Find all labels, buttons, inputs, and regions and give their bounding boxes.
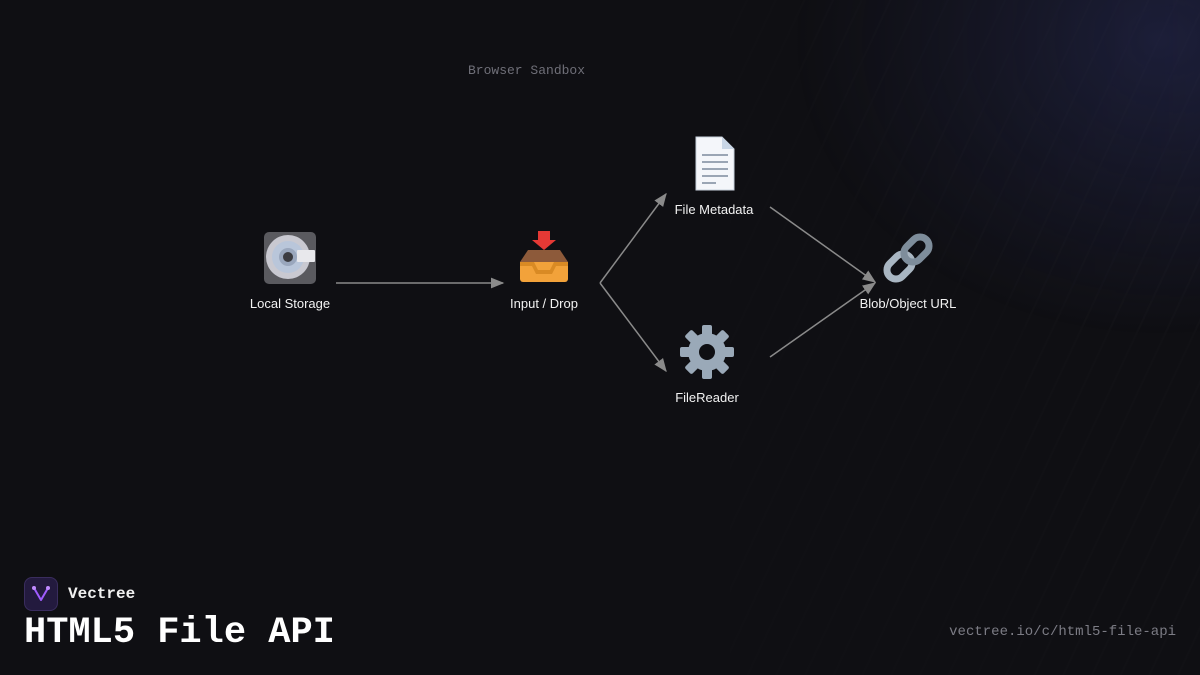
- node-file-metadata: File Metadata: [634, 134, 794, 217]
- edge-input-drop-to-file-metadata: [599, 192, 667, 284]
- page-title: HTML5 File API: [24, 612, 335, 654]
- edge-file-metadata-to-blob-url: [769, 206, 877, 283]
- brand: Vectree: [24, 577, 135, 611]
- node-label: File Metadata: [674, 202, 754, 217]
- node-filereader: FileReader: [627, 322, 787, 405]
- node-label: Local Storage: [249, 296, 331, 311]
- source-url[interactable]: vectree.io/c/html5-file-api: [949, 624, 1176, 640]
- node-label: FileReader: [675, 390, 739, 405]
- node-label: Input / Drop: [510, 296, 578, 311]
- node-local-storage: Local Storage: [210, 228, 370, 311]
- node-blob-url: Blob/Object URL: [828, 228, 988, 311]
- logo-mark: [32, 586, 50, 601]
- edge-input-drop-to-filereader: [599, 282, 667, 373]
- group-label: Browser Sandbox: [468, 63, 586, 78]
- inbox-tray-icon: [520, 231, 568, 282]
- disk-icon: [264, 232, 316, 284]
- link-icon: [883, 233, 933, 283]
- edge-filereader-to-blob-url: [769, 282, 877, 358]
- brand-name: Vectree: [68, 585, 136, 603]
- document-icon: [695, 136, 735, 191]
- gear-icon: [680, 325, 734, 379]
- node-label: Blob/Object URL: [859, 296, 957, 311]
- node-input-drop: Input / Drop: [464, 228, 624, 311]
- vectree-logo-icon: [24, 577, 58, 611]
